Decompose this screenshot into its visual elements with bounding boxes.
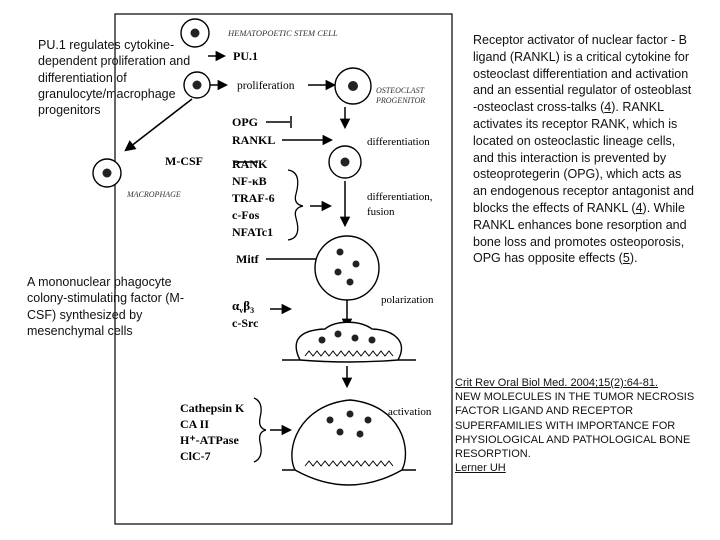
signal-nfatc1: NFATc1	[232, 225, 273, 239]
ref-link-4b[interactable]: 4	[635, 200, 643, 215]
to-macrophage-arrow	[124, 98, 193, 152]
rankl-label: RANKL	[232, 133, 275, 147]
enzyme-h-atpase: H⁺-ATPase	[180, 433, 239, 447]
stem-cell	[180, 18, 210, 48]
signal-rank: RANK	[232, 157, 268, 171]
enzyme-clc7: ClC-7	[180, 449, 211, 463]
signal-cfos: c-Fos	[232, 208, 260, 222]
enzyme-ca-ii: CA II	[180, 417, 209, 431]
osteoclast-progenitor-label-2: PROGENITOR	[375, 96, 425, 105]
opg-label: OPG	[232, 115, 258, 129]
active-osteoclast	[291, 399, 407, 471]
enzyme-cathepsin-k: Cathepsin K	[180, 401, 245, 415]
signal-brace-lower	[287, 205, 304, 241]
journal-link[interactable]: Crit Rev Oral Biol Med.	[455, 377, 568, 389]
bone-surface-2	[282, 469, 416, 486]
osteoclast-progenitor-cell	[334, 67, 372, 105]
csrc-label: c-Src	[232, 316, 259, 330]
osteoclast-progenitor-label-1: OSTEOCLAST	[376, 86, 425, 95]
pu1-label: PU.1	[233, 49, 258, 63]
differentiation-fusion-label-2: fusion	[367, 206, 395, 218]
mcsf-label: M-CSF	[165, 154, 203, 168]
stem-cell-label: HEMATOPOETIC STEM CELL	[227, 28, 338, 38]
rankl-note-text-2: ). RANKL activates its receptor RANK, wh…	[473, 100, 695, 215]
differentiation-fusion-label-1: differentiation,	[367, 191, 433, 203]
mcsf-note: A mononuclear phagocyte colony-stimulati…	[27, 275, 184, 338]
signal-nfkb: NF-κB	[232, 174, 267, 188]
ref-link-5[interactable]: 5	[622, 251, 630, 266]
citation-text: 2004;15(2):64-81.	[567, 377, 658, 389]
paper-title: NEW MOLECULES IN THE TUMOR NECROSIS FACT…	[455, 391, 695, 461]
macrophage-cell	[92, 158, 122, 188]
proliferation-label: proliferation	[237, 80, 295, 92]
enzyme-brace-lower	[253, 429, 267, 463]
bone-surface-1	[282, 359, 416, 363]
differentiated-precursor-cell	[328, 145, 362, 179]
ref-link-4a[interactable]: 4	[604, 100, 612, 115]
signal-traf6: TRAF-6	[232, 191, 275, 205]
polarization-label: polarization	[381, 294, 434, 306]
rankl-note-text-1: Receptor activator of nuclear factor - B…	[473, 33, 692, 115]
polarized-osteoclast	[295, 321, 403, 361]
rankl-note-text-3: ). While RANKL enhances bone resorption …	[473, 200, 687, 266]
rankl-note-text-4: ).	[629, 251, 638, 266]
activation-label: activation	[388, 406, 432, 418]
macrophage-label: MACROPHAGE	[126, 190, 181, 199]
enzyme-brace-upper	[253, 397, 267, 431]
multinucleated-osteoclast	[314, 235, 380, 301]
figure-frame	[114, 13, 453, 525]
differentiation-label: differentiation	[367, 136, 430, 148]
integrin-label: αvβ3	[232, 298, 254, 315]
reference-citation: Crit Rev Oral Biol Med. 2004;15(2):64-81…	[455, 376, 700, 475]
signal-brace-upper	[287, 169, 304, 207]
pu1-note: PU.1 regulates cytokine-dependent prolif…	[38, 38, 191, 118]
author-link[interactable]: Lerner UH	[455, 462, 506, 475]
mitf-label: Mitf	[236, 252, 260, 266]
rankl-note: Receptor activator of nuclear factor - B…	[473, 32, 695, 267]
